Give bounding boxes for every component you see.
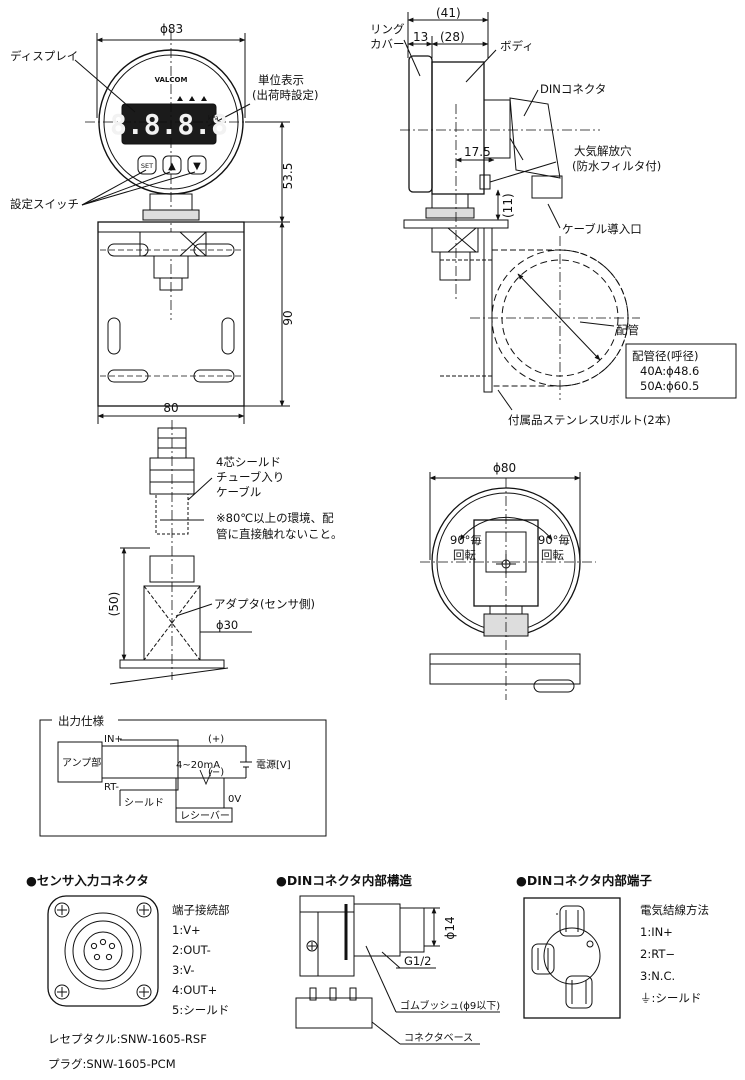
- display-window: [121, 103, 217, 145]
- mounting-bracket: [97, 221, 245, 407]
- din-connector: [483, 99, 511, 159]
- dim-phi14: ϕ14: [443, 916, 457, 939]
- front-view: [74, 30, 290, 424]
- pipe-dia-title: 配管径(呼径): [632, 349, 698, 363]
- dim-28: (28): [440, 30, 465, 44]
- note-line-1: ※80℃以上の環境、配: [216, 511, 334, 525]
- dim-phi80: ϕ80: [493, 461, 516, 475]
- sensor-connector-drawing: [47, 895, 159, 1007]
- label-adapter: アダプタ(センサ側): [214, 597, 315, 611]
- rear-view: [420, 472, 596, 700]
- label-cable-1: 4芯シールド: [216, 455, 281, 469]
- label-unit-display-note: (出荷時設定): [252, 88, 318, 102]
- label-rt-minus: RT-: [104, 782, 119, 793]
- label-minus: (−): [208, 767, 224, 778]
- label-power: 電源[V]: [256, 758, 291, 771]
- label-shield: シールド: [124, 798, 164, 809]
- label-cable-entry: ケーブル導入口: [562, 222, 642, 236]
- dim-11: (11): [501, 193, 515, 218]
- ring-cover: [408, 55, 433, 193]
- pipe-dia-50a: 50A:ϕ60.5: [640, 379, 699, 393]
- dim-80: 80: [163, 401, 178, 415]
- dim-41: (41): [436, 6, 461, 20]
- wiring-title: 電気結線方法: [640, 903, 709, 917]
- label-amp: アンプ部: [62, 756, 101, 769]
- label-connector-base: コネクタベース: [404, 1032, 473, 1044]
- label-din-connector: DINコネクタ: [540, 82, 606, 96]
- label-cable-3: ケーブル: [216, 485, 261, 499]
- unit-marks: kPa: [208, 115, 219, 122]
- label-cover: カバー: [370, 37, 405, 51]
- label-g12: G1/2: [404, 954, 431, 968]
- pin-2: 2:OUT-: [172, 943, 211, 957]
- pin-3: 3:V-: [172, 963, 195, 977]
- din-structure-drawing: [295, 895, 500, 1045]
- rot-left-2: 回転: [453, 548, 476, 562]
- label-0v: 0V: [228, 794, 241, 805]
- down-button: ▼: [193, 161, 201, 172]
- label-ring: リング: [370, 22, 405, 36]
- din-structure-heading: ●DINコネクタ内部構造: [276, 873, 412, 888]
- set-button: SET: [141, 162, 153, 170]
- dim-50: (50): [107, 592, 121, 617]
- label-vent-note: (防水フィルタ付): [572, 159, 661, 173]
- pipe-dia-40a: 40A:ϕ48.6: [640, 364, 699, 378]
- label-in-plus: IN+: [104, 734, 123, 745]
- label-vent: 大気解放穴: [574, 144, 632, 158]
- term-2: 2:RT−: [640, 947, 675, 961]
- output-spec-title: 出力仕様: [58, 714, 104, 728]
- display-readout: 8.8.8.8: [110, 108, 228, 141]
- din-terminals-heading: ●DINコネクタ内部端子: [516, 873, 652, 888]
- up-button: ▲: [168, 161, 176, 172]
- note-line-2: 管に直接触れないこと。: [216, 527, 343, 541]
- pin-1: 1:V+: [172, 923, 201, 937]
- sensor-connector-heading: ●センサ入力コネクタ: [26, 873, 149, 888]
- term-3: 3:N.C.: [640, 969, 675, 983]
- rot-right-2: 回転: [541, 548, 564, 562]
- plug-model: プラグ:SNW-1605-PCM: [48, 1057, 176, 1071]
- label-display: ディスプレイ: [10, 49, 78, 63]
- rot-left-1: 90°毎: [450, 533, 482, 547]
- term-shield: ⏚:シールド: [640, 991, 701, 1005]
- brand-logo-text: VALCOM: [155, 76, 188, 84]
- pipe-dia-box: [625, 343, 737, 399]
- rot-right-1: 90°毎: [538, 533, 570, 547]
- label-body: ボディ: [500, 39, 534, 53]
- dim-90: 90: [281, 310, 295, 325]
- label-setting-switch: 設定スイッチ: [10, 197, 79, 211]
- pin-4: 4:OUT+: [172, 983, 217, 997]
- label-plus: (+): [208, 734, 224, 745]
- label-unit-display: 単位表示: [258, 73, 304, 87]
- pin-5: 5:シールド: [172, 1003, 229, 1017]
- dim-phi30: ϕ30: [216, 618, 238, 632]
- label-cable-2: チューブ入り: [216, 470, 284, 484]
- label-ubolt: 付属品ステンレスUボルト(2本): [508, 413, 671, 427]
- din-terminals-drawing: [523, 897, 621, 1019]
- dim-phi83: ϕ83: [160, 22, 183, 36]
- term-1: 1:IN+: [640, 925, 673, 939]
- label-receiver: レシーバー: [180, 810, 230, 822]
- dim-13: 13: [413, 30, 428, 44]
- side-view: [400, 12, 737, 411]
- label-current: 4~20mA: [176, 760, 220, 771]
- dim-53-5: 53.5: [281, 163, 295, 190]
- receptacle-model: レセプタクル:SNW-1605-RSF: [48, 1032, 207, 1046]
- label-pipe: 配管: [616, 323, 639, 337]
- sensor-view: [109, 420, 252, 685]
- output-spec-diagram: [39, 719, 327, 837]
- dim-17-5: 17.5: [464, 145, 491, 159]
- label-rubber-bush: ゴムブッシュ(ϕ9以下): [400, 999, 500, 1012]
- pin-title: 端子接続部: [172, 903, 230, 917]
- body: [431, 61, 485, 195]
